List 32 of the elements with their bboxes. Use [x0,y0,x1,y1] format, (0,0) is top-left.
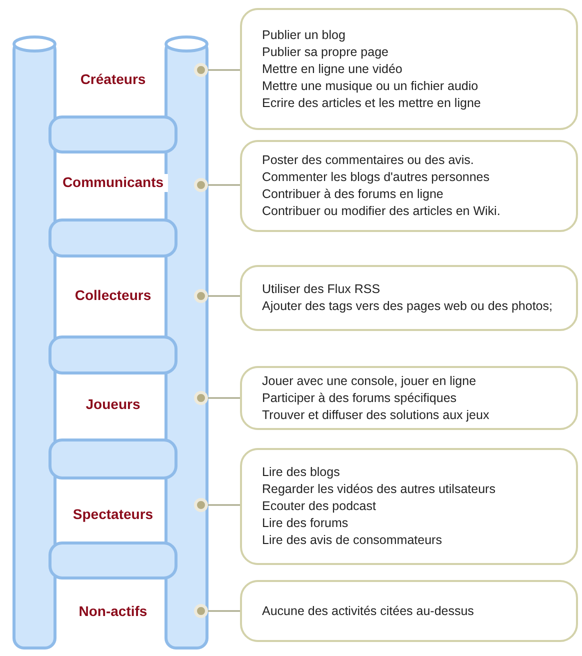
activity-text: Poster des commentaires ou des avis. [262,152,475,169]
activity-text: Publier sa propre page [262,44,390,60]
activity-text: Commenter les blogs d'autres personnes [262,169,491,186]
activity-box [240,366,578,430]
connector-line [208,397,240,399]
connector-line [208,69,240,71]
activity-box [240,448,578,565]
activity-text: Ecouter des podcast [262,498,377,515]
activity-box [240,140,578,232]
connector-line [208,295,240,297]
activity-text: Contribuer ou modifier des articles en Wiki. [262,203,502,220]
connector-line [208,504,240,506]
activity-text: Lire des avis de consommateurs [262,532,443,549]
activity-text: Contribuer à des forums en ligne [262,186,444,203]
activity-text: Lire des blogs [262,464,341,481]
connector-line [208,184,240,186]
activity-text: Utiliser des Flux RSS [262,281,382,298]
activity-text: Participer à des forums spécifiques [262,390,458,406]
activity-text: Publier un blog [262,26,346,44]
activity-text: Aucune des activités citées au-dessus [262,602,475,620]
activity-text: Jouer avec une console, jouer en ligne [262,372,478,390]
activity-text: Ajouter des tags vers des pages web ou des photos; [262,298,554,315]
activity-box [240,265,578,331]
activity-text: Trouver et diffuser des solutions aux jeux [262,406,490,424]
connector-line [208,610,240,612]
activity-text: Regarder les vidéos des autres utilsateurs [262,481,496,498]
activity-box [240,580,578,642]
activity-text: Lire des forums [262,515,350,532]
activity-text: Ecrire des articles et les mettre en ligne [262,94,482,112]
activity-text: Mettre une musique ou un fichier audio [262,78,480,94]
activity-text: Mettre en ligne une vidéo [262,60,404,78]
activity-box [240,8,578,130]
